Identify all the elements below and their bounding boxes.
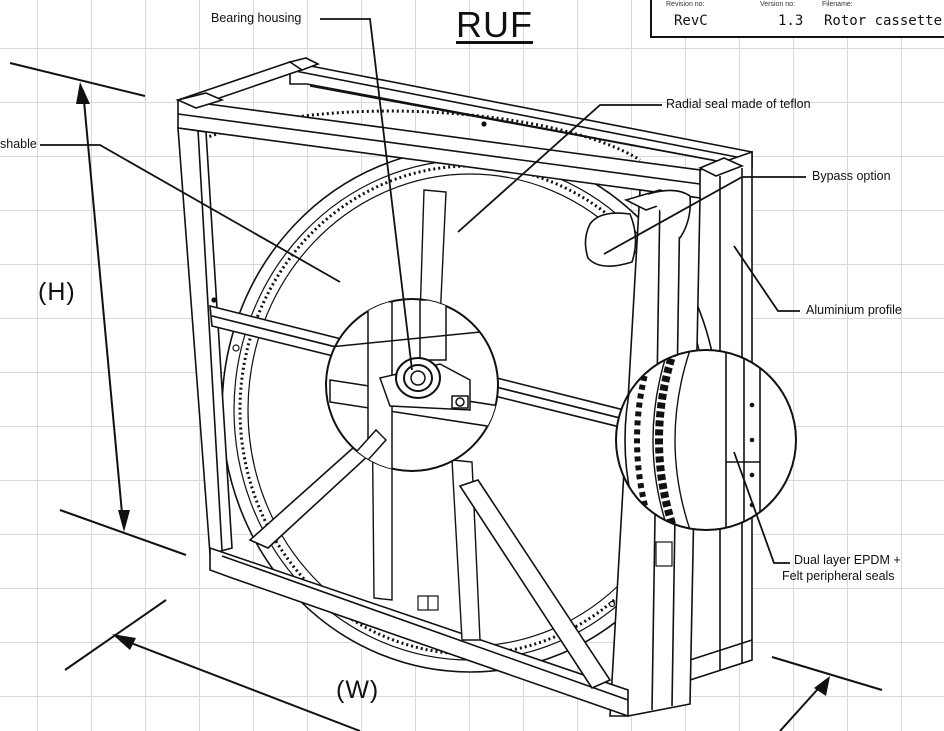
title-block: Revision no: RevC Version no: 1.3 Filena… xyxy=(650,0,944,38)
revision-value: RevC xyxy=(674,13,708,29)
frame-details xyxy=(211,121,673,611)
height-label: (H) xyxy=(38,278,76,306)
width-label: (W) xyxy=(336,676,380,704)
callout-bypass-option: Bypass option xyxy=(812,169,891,183)
bearing-detail xyxy=(325,298,499,472)
callout-radial-seal: Radial seal made of teflon xyxy=(666,97,811,111)
revision-label: Revision no: xyxy=(666,1,705,8)
version-label: Version no: xyxy=(760,1,796,8)
filename-label: Filename: xyxy=(822,1,853,8)
drawing-title: RUF xyxy=(456,4,533,45)
leader-lines xyxy=(40,18,806,564)
filename-value: Rotor cassette xyxy=(824,13,943,29)
callout-aluminium-profile: Aluminium profile xyxy=(806,303,902,317)
height-dimension xyxy=(9,62,187,556)
callout-seals-line2: Felt peripheral seals xyxy=(782,569,895,583)
callout-bearing-housing: Bearing housing xyxy=(211,11,302,25)
seal-detail xyxy=(615,349,797,531)
callout-seals-line1: Dual layer EPDM + xyxy=(794,553,901,567)
bypass-opening xyxy=(584,189,692,267)
width-dimension xyxy=(64,599,883,731)
version-value: 1.3 xyxy=(778,13,804,29)
callout-washable: shable xyxy=(0,137,37,151)
